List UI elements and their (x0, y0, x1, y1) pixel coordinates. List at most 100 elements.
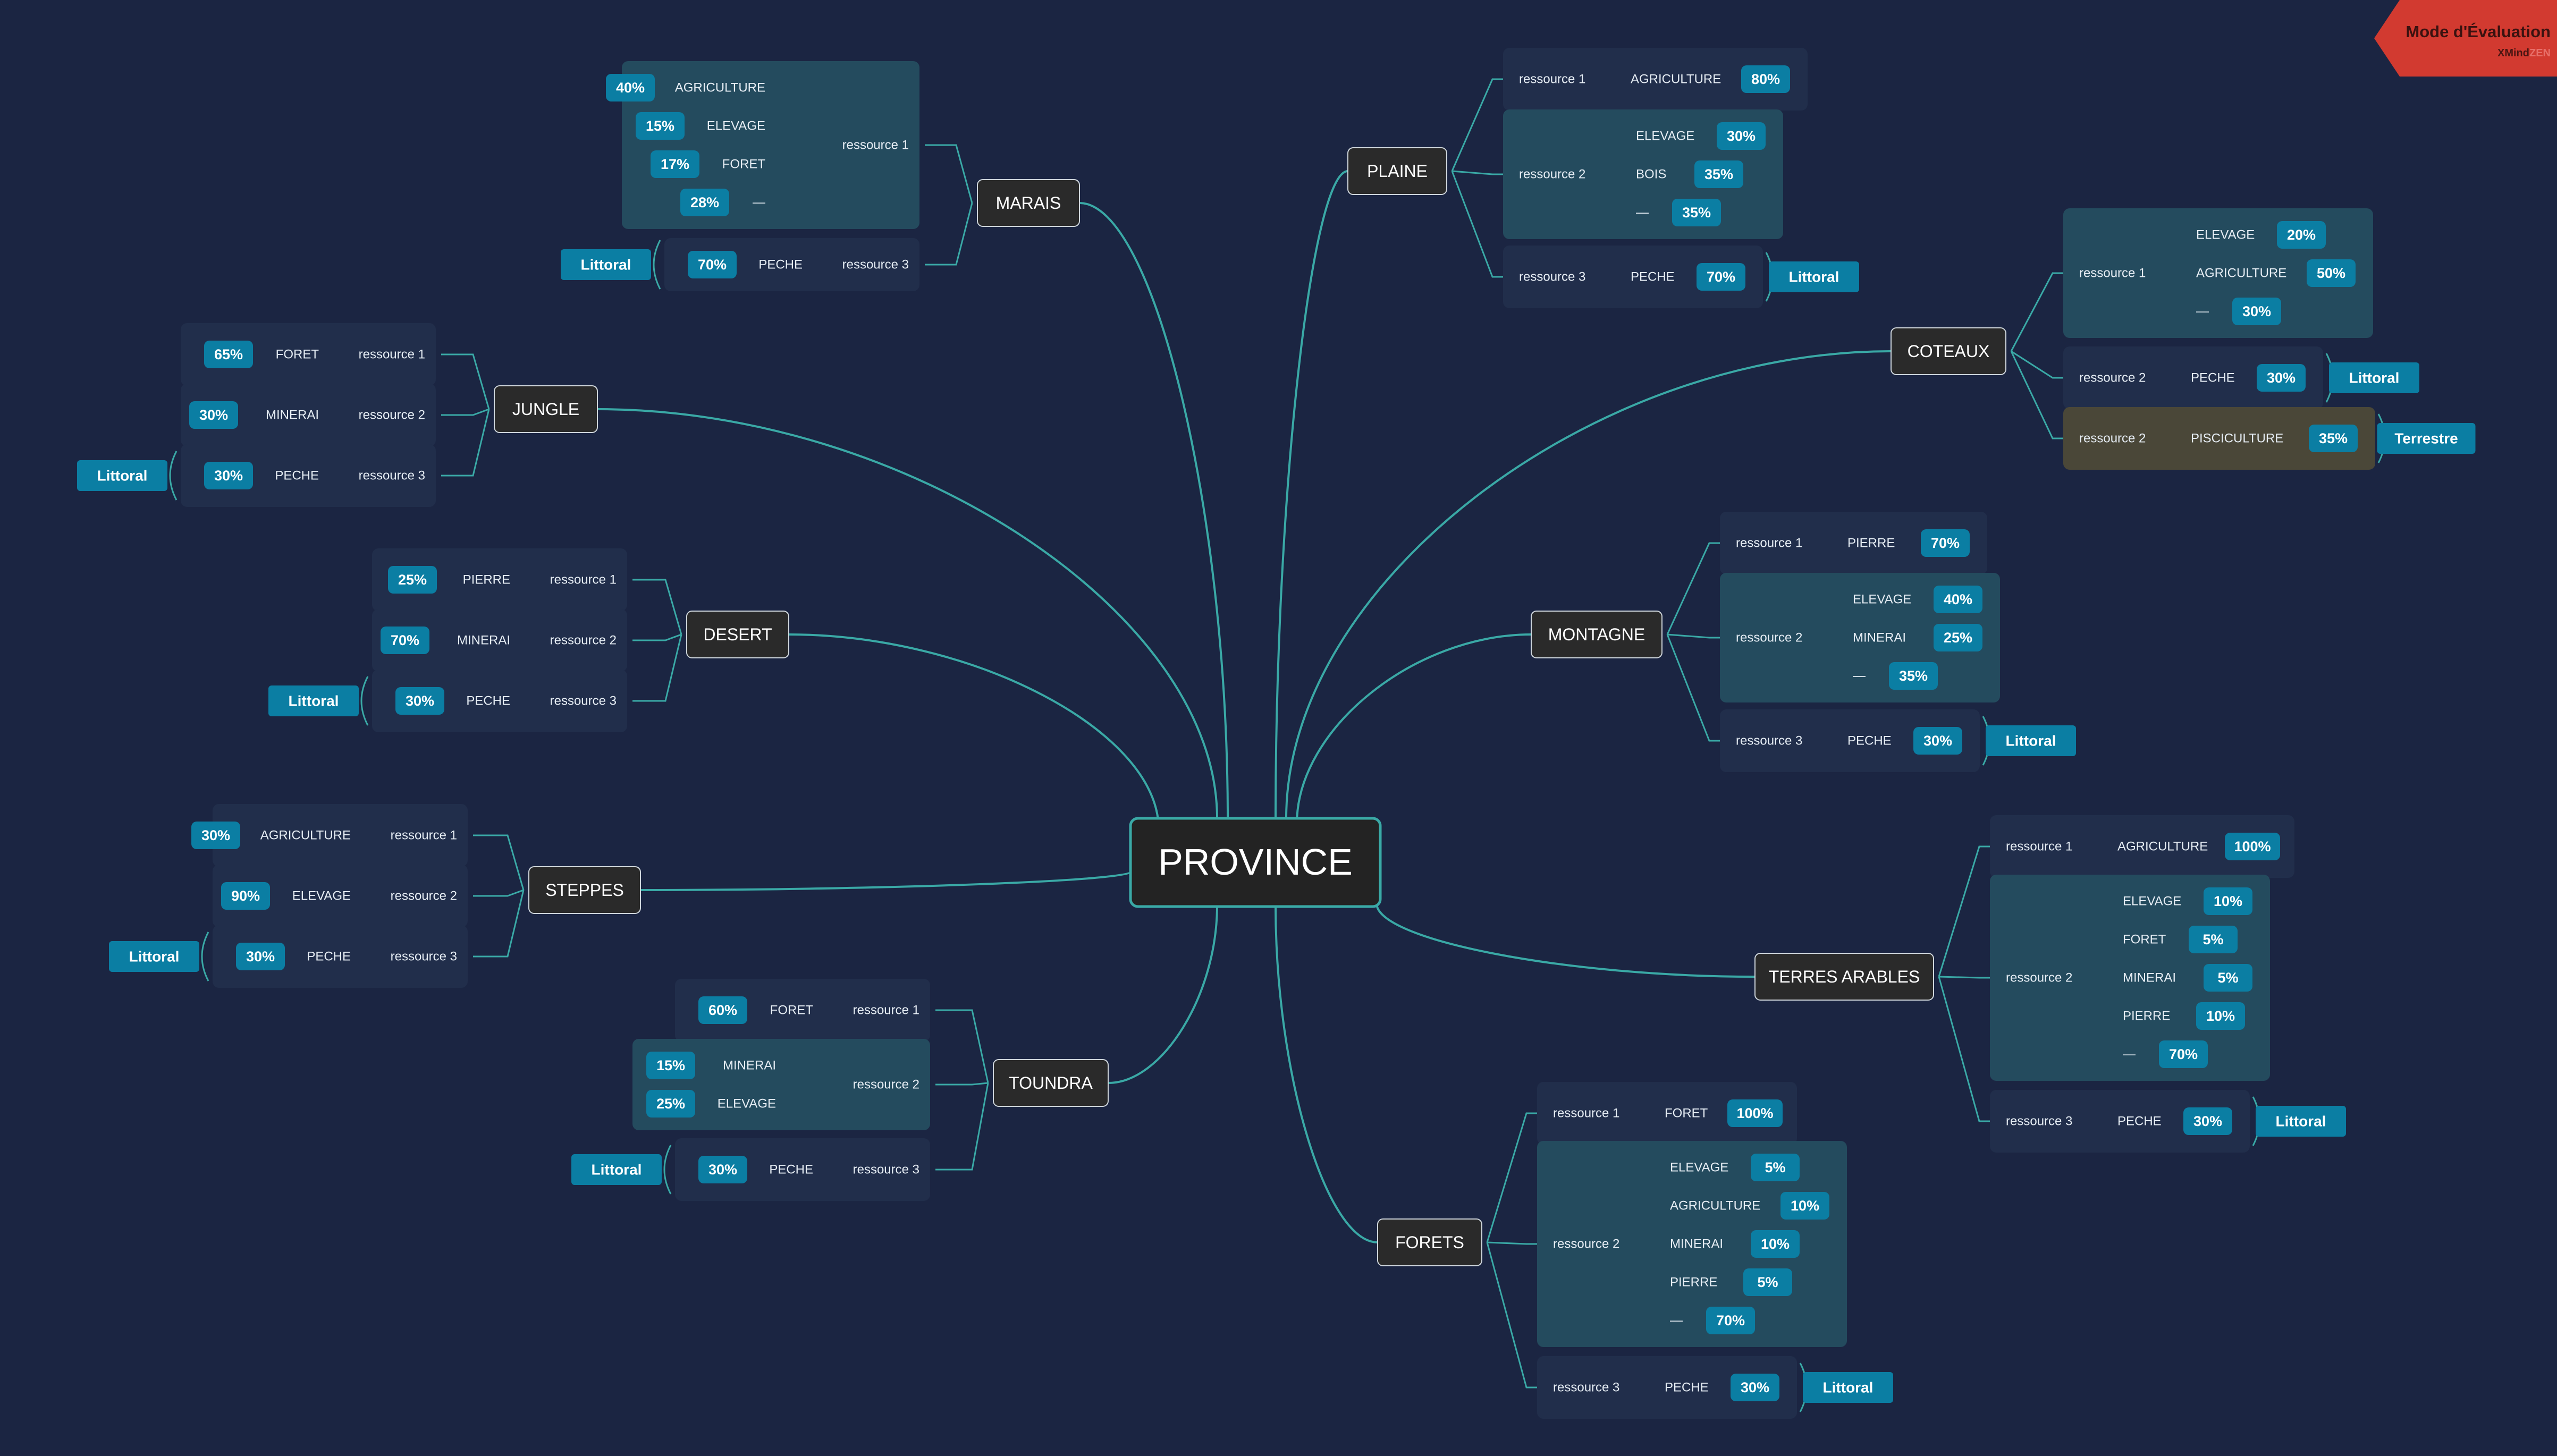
resource-row-box (372, 609, 627, 672)
item-label: ELEVAGE (1636, 129, 1694, 143)
evaluation-badge[interactable]: Mode d'Évaluation XMindZEN (2374, 0, 2557, 77)
connector-line (1486, 1112, 1537, 1243)
value-label: 15% (656, 1057, 685, 1073)
tag-label: Littoral (129, 949, 180, 965)
resource-label: ressource 2 (550, 633, 617, 648)
connector-line (2010, 351, 2063, 439)
branch-topic-box (977, 179, 1080, 227)
resource-label: ressource 2 (1519, 167, 1585, 182)
branch-topic-label: STEPPES (545, 881, 624, 900)
value-label: 70% (1716, 1313, 1745, 1328)
resource-label: ressource 2 (391, 889, 457, 903)
branch-topic[interactable]: MONTAGNE (1531, 611, 1663, 658)
value-label: 5% (1757, 1274, 1778, 1290)
tag-pill (2329, 362, 2419, 393)
item-label: MINERAI (1670, 1237, 1723, 1251)
value-label: 5% (2217, 970, 2238, 986)
item-label: — (2123, 1047, 2136, 1062)
resource-label: ressource 1 (1519, 72, 1585, 87)
resource-label: ressource 1 (1736, 536, 1802, 551)
value-pill (1717, 122, 1766, 150)
resource-label: ressource 1 (359, 348, 425, 362)
connector-line (1487, 1241, 1537, 1245)
branch-topic[interactable]: COTEAUX (1891, 327, 2006, 375)
resource-row-box (372, 670, 627, 732)
resource-label: ressource 1 (853, 1003, 919, 1018)
value-label: 15% (646, 118, 674, 134)
item-label: ELEVAGE (2123, 894, 2181, 909)
value-label: 70% (1931, 535, 1960, 551)
central-topic[interactable]: PROVINCE (1129, 817, 1382, 908)
resource-row-box (1503, 48, 1808, 111)
resource-label: ressource 2 (853, 1078, 919, 1092)
branch-topic-label: MONTAGNE (1548, 625, 1645, 644)
branch-topic-box (528, 866, 641, 914)
item-label: PECHE (1665, 1381, 1709, 1395)
item-label: PECHE (466, 694, 510, 708)
item-label: MINERAI (723, 1059, 776, 1073)
resource-group[interactable]: ressource 2ELEVAGEAGRICULTUREMINERAIPIER… (1537, 1141, 1847, 1347)
value-label: 80% (1751, 71, 1780, 87)
branch-topic-box (1347, 147, 1447, 195)
connector-line (1486, 1242, 1537, 1389)
connector-line (925, 202, 973, 266)
resource-row-box (675, 979, 930, 1042)
value-label: 30% (246, 949, 275, 964)
resource-group[interactable]: ressource 2 MINERAI (372, 609, 627, 672)
value-label: 25% (398, 572, 427, 588)
branch-topic[interactable]: MARAIS (977, 179, 1080, 227)
value-pill (2196, 1002, 2245, 1030)
branch-topic[interactable]: STEPPES (528, 866, 641, 914)
connector-line (441, 409, 490, 477)
connector-line (473, 890, 525, 958)
value-label: 30% (199, 407, 228, 423)
branch-topic[interactable]: PLAINE (1347, 147, 1447, 195)
branch-topic[interactable]: JUNGLE (494, 385, 598, 433)
value-label: 40% (1944, 591, 1972, 607)
value-label: 35% (1704, 166, 1733, 182)
value-label: 25% (1944, 630, 1972, 646)
item-label: PECHE (769, 1163, 813, 1177)
value-label: 30% (214, 468, 243, 484)
branch-topic[interactable]: TOUNDRA (993, 1059, 1109, 1107)
value-label: 28% (690, 194, 719, 210)
value-pill (204, 462, 253, 489)
value-pill (204, 341, 253, 368)
item-label: MINERAI (457, 633, 510, 648)
value-label: 30% (2242, 303, 2271, 319)
branch-topic[interactable]: TERRES ARABLES (1754, 953, 1934, 1001)
branch-topic[interactable]: DESERT (686, 611, 789, 658)
value-pill (2232, 298, 2281, 325)
value-pill (1889, 662, 1938, 690)
central-topic-box (1129, 817, 1382, 908)
branch-topic[interactable]: FORETS (1377, 1218, 1482, 1266)
item-label: — (753, 196, 765, 210)
resource-label: ressource 1 (391, 828, 457, 843)
connector-line (1296, 633, 1532, 824)
resource-label: ressource 1 (2006, 840, 2072, 854)
value-pill (221, 882, 270, 910)
